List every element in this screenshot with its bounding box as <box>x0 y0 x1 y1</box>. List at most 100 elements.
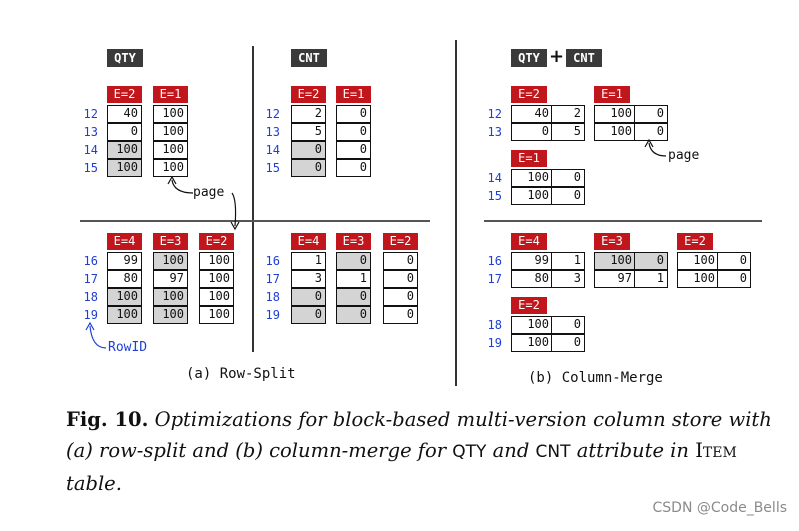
qty-bottom-cell: 100 <box>199 306 234 324</box>
merge-g3-cnt-cell: 3 <box>551 270 585 288</box>
cnt-top-rowid: 15 <box>265 161 280 175</box>
qty-top-cell: 100 <box>153 123 188 141</box>
qty-bottom-cell: 100 <box>107 288 142 306</box>
merge-g3-cnt-cell: 1 <box>551 252 585 270</box>
cnt-bottom-cell: 0 <box>383 288 418 306</box>
merge-g3-qty-cell: 97 <box>594 270 636 288</box>
cnt-top-cell: 0 <box>336 123 371 141</box>
cnt-bottom-cell: 0 <box>336 306 371 324</box>
merge-g2-rowid: 14 <box>487 171 502 185</box>
cnt-bottom-rowid: 18 <box>265 290 280 304</box>
cnt-top-cell: 5 <box>291 123 326 141</box>
caption-qty: QTY <box>452 442 487 462</box>
cnt-bottom-cell: 1 <box>291 252 326 270</box>
page-annotation-a: page <box>193 185 225 200</box>
qty-bottom-rowid: 16 <box>83 254 98 268</box>
qty-top-cell: 100 <box>153 141 188 159</box>
merge-g3-cnt-cell: 0 <box>634 252 668 270</box>
caption-fig-number: Fig. 10. <box>66 408 149 431</box>
qty-top-rowid: 12 <box>83 107 98 121</box>
merge-g1-epoch-tag: E=2 <box>511 86 547 103</box>
caption-text-3: attribute in <box>570 439 696 462</box>
label-row-split: (a) Row-Split <box>186 366 296 382</box>
plus-sign: + <box>549 46 565 67</box>
merge-g1-epoch-tag: E=1 <box>594 86 630 103</box>
qty-top-cell: 100 <box>107 141 142 159</box>
qty-header-merged: QTY <box>511 49 547 67</box>
merge-g1-qty-cell: 40 <box>511 105 553 123</box>
cnt-bottom-rowid: 17 <box>265 272 280 286</box>
merge-g3-qty-cell: 100 <box>594 252 636 270</box>
merge-g3-qty-cell: 80 <box>511 270 553 288</box>
cnt-top-rowid: 13 <box>265 125 280 139</box>
cnt-top-cell: 0 <box>291 159 326 177</box>
qty-top-cell: 100 <box>153 159 188 177</box>
merge-g2-cnt-cell: 0 <box>551 169 585 187</box>
qty-top-cell: 0 <box>107 123 142 141</box>
merge-g1-rowid: 13 <box>487 125 502 139</box>
qty-bottom-cell: 100 <box>153 288 188 306</box>
qty-bottom-cell: 100 <box>199 252 234 270</box>
cnt-top-rowid: 14 <box>265 143 280 157</box>
merge-g4-epoch-tag: E=2 <box>511 297 547 314</box>
cnt-top-cell: 0 <box>291 141 326 159</box>
qty-bottom-cell: 99 <box>107 252 142 270</box>
caption-text-4: table. <box>66 472 122 495</box>
qty-bottom-epoch-tag: E=4 <box>107 233 142 250</box>
cnt-top-cell: 2 <box>291 105 326 123</box>
merge-g3-cnt-cell: 0 <box>717 270 751 288</box>
qty-bottom-rowid: 18 <box>83 290 98 304</box>
qty-bottom-cell: 80 <box>107 270 142 288</box>
cnt-header: CNT <box>291 49 327 67</box>
merge-g1-rowid: 12 <box>487 107 502 121</box>
qty-bottom-cell: 100 <box>153 252 188 270</box>
page-arrow-b-head <box>644 138 654 148</box>
merge-g1-cnt-cell: 0 <box>634 123 668 141</box>
merge-g4-rowid: 18 <box>487 318 502 332</box>
qty-top-rowid: 13 <box>83 125 98 139</box>
cnt-bottom-epoch-tag: E=4 <box>291 233 326 250</box>
qty-top-rowid: 15 <box>83 161 98 175</box>
merge-g3-qty-cell: 100 <box>677 270 719 288</box>
cnt-top-cell: 0 <box>336 105 371 123</box>
qty-top-cell: 40 <box>107 105 142 123</box>
qty-bottom-cell: 100 <box>199 288 234 306</box>
merge-g1-cnt-cell: 5 <box>551 123 585 141</box>
cnt-bottom-cell: 0 <box>336 288 371 306</box>
merge-g4-qty-cell: 100 <box>511 334 553 352</box>
merge-g4-cnt-cell: 0 <box>551 334 585 352</box>
merge-g3-rowid: 16 <box>487 254 502 268</box>
rowid-arrow <box>89 325 107 349</box>
qty-bottom-cell: 100 <box>107 306 142 324</box>
cnt-bottom-rowid: 19 <box>265 308 280 322</box>
caption-item: Item <box>695 439 737 462</box>
page-arrow-b <box>648 142 667 157</box>
cnt-bottom-epoch-tag: E=3 <box>336 233 371 250</box>
merge-g2-rowid: 15 <box>487 189 502 203</box>
merge-g3-epoch-tag: E=2 <box>677 233 713 250</box>
qty-top-cell: 100 <box>153 105 188 123</box>
qty-bottom-cell: 100 <box>199 270 234 288</box>
cnt-top-epoch-tag: E=2 <box>291 86 326 103</box>
qty-bottom-rowid: 19 <box>83 308 98 322</box>
divider-a-horizontal <box>80 220 430 222</box>
watermark: CSDN @Code_Bells <box>652 500 788 516</box>
merge-g1-qty-cell: 100 <box>594 105 636 123</box>
qty-top-cell: 100 <box>107 159 142 177</box>
caption-text-1: Optimizations for block-based multi-vers… <box>66 408 772 462</box>
caption-cnt: CNT <box>535 442 571 462</box>
caption-text-2: and <box>486 439 536 462</box>
cnt-bottom-cell: 0 <box>383 252 418 270</box>
divider-ab-vertical <box>455 40 457 386</box>
qty-bottom-epoch-tag: E=2 <box>199 233 234 250</box>
merge-g2-qty-cell: 100 <box>511 169 553 187</box>
merge-g2-cnt-cell: 0 <box>551 187 585 205</box>
merge-g3-cnt-cell: 0 <box>717 252 751 270</box>
cnt-top-epoch-tag: E=1 <box>336 86 371 103</box>
rowid-arrow-head <box>85 321 95 331</box>
cnt-bottom-cell: 0 <box>291 288 326 306</box>
cnt-top-cell: 0 <box>336 159 371 177</box>
cnt-header-merged: CNT <box>566 49 602 67</box>
qty-top-epoch-tag: E=2 <box>107 86 142 103</box>
